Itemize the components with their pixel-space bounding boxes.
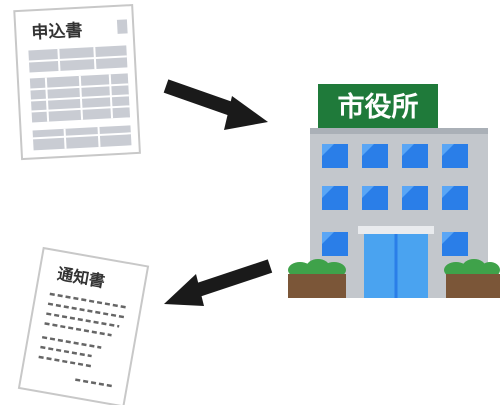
city-hall-building: 市役所 xyxy=(288,84,500,298)
planter-left xyxy=(288,259,346,298)
arrow-to-notice xyxy=(164,259,273,306)
application-form-title: 申込書 xyxy=(31,20,83,44)
city-hall-sign xyxy=(318,84,438,128)
notice-text-lines xyxy=(38,292,127,388)
application-form-table-bottom xyxy=(32,125,132,151)
city-hall-sign-text: 市役所 xyxy=(338,91,419,123)
notice-document: 通知書 xyxy=(17,246,150,405)
planter-right xyxy=(444,259,500,298)
application-form: 申込書 xyxy=(13,4,141,161)
city-hall-windows xyxy=(322,144,468,256)
city-hall-entrance-canopy xyxy=(358,226,434,234)
application-form-stamp-box xyxy=(116,19,128,34)
notice-paper xyxy=(17,246,150,405)
arrow-to-city-hall xyxy=(163,79,268,130)
